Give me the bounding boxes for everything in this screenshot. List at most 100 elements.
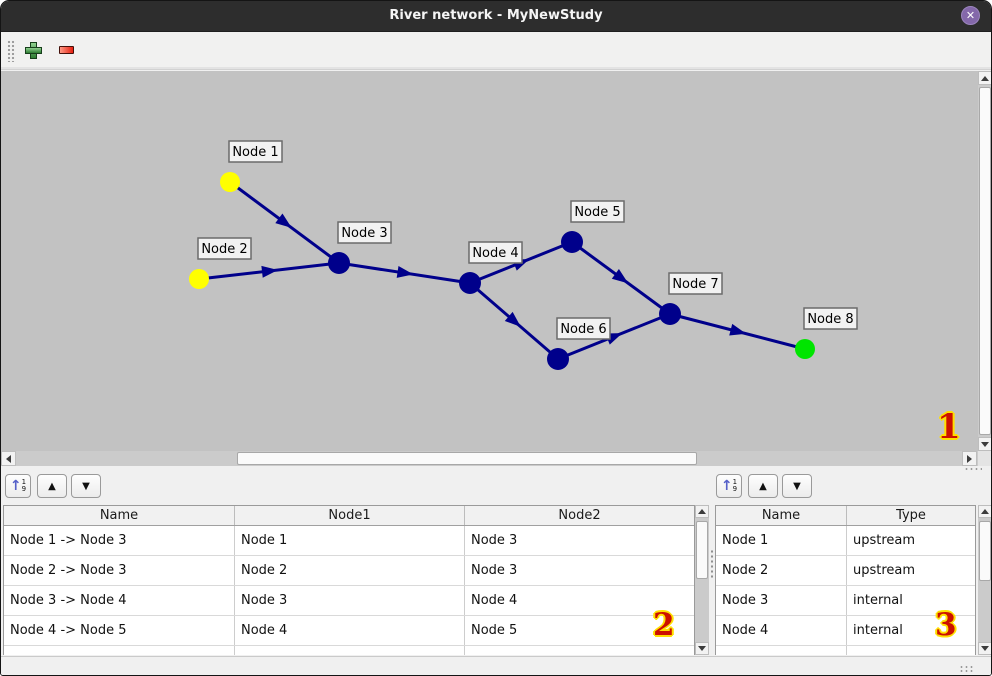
cell-name: Node 2 (716, 556, 847, 585)
move-up-icon: ▲ (759, 480, 767, 492)
remove-icon (58, 46, 74, 54)
panel-splitter-handle[interactable] (710, 549, 714, 579)
arrow-up-icon (698, 509, 706, 514)
flow-arrow-icon (261, 265, 278, 278)
node-label-node1: Node 1 (228, 140, 283, 163)
nodes-move-down-button[interactable]: ▼ (782, 474, 812, 498)
column-header-node1[interactable]: Node1 (235, 506, 465, 525)
node-label-node5: Node 5 (570, 200, 625, 223)
node-label-node7: Node 7 (668, 272, 723, 295)
arrow-right-icon (967, 454, 972, 463)
table-row-partial (4, 646, 694, 655)
marker-annotation-2: 2 (653, 607, 675, 643)
river-network-canvas[interactable]: Node 1 Node 2 Node 3 Node 4 Node 5 Node 6 Node… (1, 71, 978, 451)
node-node6[interactable] (547, 348, 569, 370)
nodes-move-up-button[interactable]: ▲ (748, 474, 778, 498)
node-node4[interactable] (459, 272, 481, 294)
arrow-up-icon (981, 509, 989, 514)
column-header-node2[interactable]: Node2 (558, 508, 601, 523)
river-network-svg: Node 1 Node 2 Node 3 Node 4 Node 5 Node 6 Node… (189, 140, 858, 370)
svg-text:Node 7: Node 7 (672, 277, 718, 292)
node-node1[interactable] (220, 172, 240, 192)
reaches-table-scrollbar[interactable] (695, 505, 709, 655)
cell-type: upstream (853, 563, 916, 578)
table-row-partial (716, 646, 975, 655)
column-header-name[interactable]: Name (716, 506, 847, 525)
horizontal-scroll-thumb[interactable] (237, 452, 697, 465)
svg-text:Node 5: Node 5 (574, 205, 620, 220)
canvas-horizontal-scrollbar[interactable] (1, 451, 978, 466)
toolbar-drag-handle[interactable] (7, 40, 16, 62)
scroll-down-button[interactable] (978, 642, 991, 655)
scroll-down-button[interactable] (978, 437, 991, 451)
node-node2[interactable] (189, 269, 209, 289)
node-label-node3: Node 3 (337, 221, 392, 244)
flow-arrow-icon (275, 213, 292, 228)
reaches-move-up-button[interactable]: ▲ (37, 474, 67, 498)
node-label-node4: Node 4 (468, 241, 523, 264)
vertical-scroll-thumb[interactable] (979, 521, 991, 581)
resize-grip[interactable] (959, 665, 975, 673)
node-node8[interactable] (795, 339, 815, 359)
reaches-table: Name Node1 Node2 Node 1 -> Node 3 Node 1… (3, 505, 695, 655)
cell-name: Node 1 -> Node 3 (4, 526, 235, 555)
arrow-down-icon (981, 441, 989, 447)
column-header-name[interactable]: Name (4, 506, 235, 525)
table-row[interactable]: Node 3 internal (716, 586, 975, 616)
reaches-table-header: Name Node1 Node2 (4, 506, 694, 526)
table-row[interactable]: Node 1 -> Node 3 Node 1 Node 3 (4, 526, 694, 556)
scroll-up-button[interactable] (695, 505, 709, 518)
node-node3[interactable] (328, 252, 350, 274)
reaches-move-down-button[interactable]: ▼ (71, 474, 101, 498)
cell-type: upstream (853, 533, 916, 548)
table-row[interactable]: Node 4 internal (716, 616, 975, 646)
flow-arrow-icon (504, 311, 521, 327)
scroll-down-button[interactable] (695, 642, 709, 655)
svg-text:Node 4: Node 4 (472, 246, 518, 261)
vertical-scroll-thumb[interactable] (979, 87, 991, 435)
cell-node2: Node 3 (471, 533, 518, 548)
add-node-button[interactable] (21, 38, 45, 62)
table-row[interactable]: Node 2 upstream (716, 556, 975, 586)
vertical-scroll-thumb[interactable] (696, 521, 708, 579)
title-bar[interactable]: River network - MyNewStudy ✕ (1, 1, 991, 32)
status-bar (1, 656, 991, 675)
table-row[interactable]: Node 1 upstream (716, 526, 975, 556)
node-label-node2: Node 2 (197, 237, 252, 260)
cell-name: Node 3 -> Node 4 (4, 586, 235, 615)
close-icon: ✕ (965, 9, 976, 22)
scroll-right-button[interactable] (962, 451, 977, 466)
canvas-vertical-scrollbar[interactable] (978, 71, 991, 451)
flow-arrow-icon (396, 266, 414, 278)
node-label-node6: Node 6 (556, 317, 611, 340)
scroll-up-button[interactable] (978, 71, 991, 85)
scroll-up-button[interactable] (978, 505, 991, 518)
splitter-grip-dots[interactable] (964, 467, 982, 472)
cell-node2: Node 3 (471, 563, 518, 578)
cell-node2: Node 5 (471, 623, 518, 638)
cell-type: internal (853, 593, 903, 608)
table-row[interactable]: Node 3 -> Node 4 Node 3 Node 4 (4, 586, 694, 616)
svg-text:Node 1: Node 1 (232, 145, 278, 160)
node-node5[interactable] (561, 231, 583, 253)
remove-node-button[interactable] (54, 38, 78, 62)
scroll-left-button[interactable] (1, 451, 16, 466)
table-row[interactable]: Node 4 -> Node 5 Node 4 Node 5 (4, 616, 694, 646)
svg-text:Node 8: Node 8 (807, 312, 853, 327)
node-node7[interactable] (659, 303, 681, 325)
cell-name: Node 4 -> Node 5 (4, 616, 235, 645)
flow-arrow-icon (729, 323, 747, 336)
table-row[interactable]: Node 2 -> Node 3 Node 2 Node 3 (4, 556, 694, 586)
marker-annotation-3: 3 (935, 607, 957, 643)
scrollbar-corner (978, 451, 991, 466)
svg-text:Node 2: Node 2 (201, 242, 247, 257)
arrow-up-icon (981, 75, 989, 81)
close-button[interactable]: ✕ (961, 6, 980, 25)
nodes-table-scrollbar[interactable] (978, 505, 991, 655)
svg-text:Node 6: Node 6 (560, 322, 606, 337)
column-header-type[interactable]: Type (896, 508, 926, 523)
cell-name: Node 2 -> Node 3 (4, 556, 235, 585)
